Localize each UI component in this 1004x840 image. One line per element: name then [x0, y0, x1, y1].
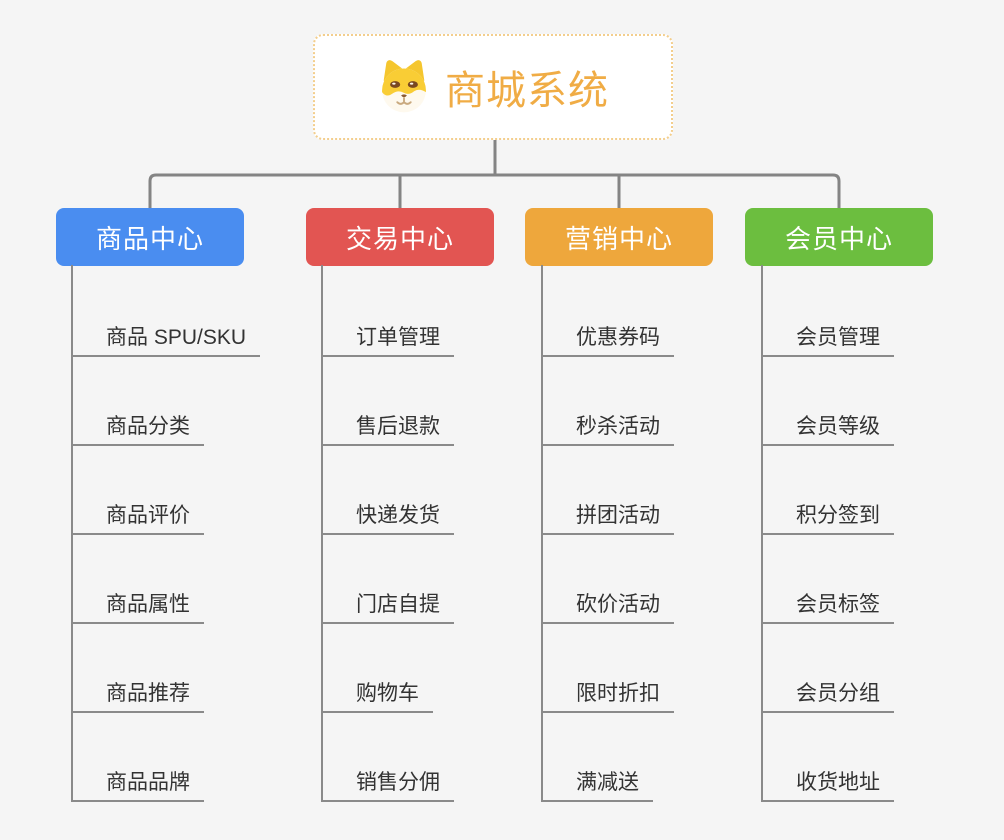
dog-face-icon: [382, 60, 426, 113]
leaf-node[interactable]: 会员等级: [761, 410, 894, 446]
branch-label: 会员中心: [784, 223, 893, 254]
branch-trunk: [321, 265, 323, 800]
leaf-node[interactable]: 满减送: [541, 766, 653, 802]
leaf-node[interactable]: 限时折扣: [541, 677, 674, 713]
branch-node-products[interactable]: 商品中心: [56, 208, 244, 266]
leaf-node[interactable]: 商品分类: [71, 410, 204, 446]
leaf-node[interactable]: 销售分佣: [321, 766, 454, 802]
leaf-node[interactable]: 积分签到: [761, 499, 894, 535]
leaf-node[interactable]: 会员管理: [761, 321, 894, 357]
branch-label: 商品中心: [95, 223, 204, 254]
leaf-node[interactable]: 订单管理: [321, 321, 454, 357]
branch-trunk: [71, 265, 73, 800]
leaf-node[interactable]: 售后退款: [321, 410, 454, 446]
leaf-node[interactable]: 商品品牌: [71, 766, 204, 802]
branch-node-marketing[interactable]: 营销中心: [525, 208, 713, 266]
leaf-node[interactable]: 商品 SPU/SKU: [71, 321, 261, 357]
branch-node-members[interactable]: 会员中心: [745, 208, 933, 266]
leaf-node[interactable]: 快递发货: [321, 499, 454, 535]
leaf-node[interactable]: 商品评价: [71, 499, 204, 535]
leaf-node[interactable]: 会员分组: [761, 677, 894, 713]
leaf-node[interactable]: 购物车: [321, 677, 433, 713]
branch-trunk: [541, 265, 543, 800]
branch-label: 交易中心: [345, 223, 454, 254]
leaf-node[interactable]: 商品属性: [71, 588, 204, 624]
branch-trunk: [761, 265, 763, 800]
root-node[interactable]: 商城系统: [313, 34, 673, 140]
leaf-node[interactable]: 商品推荐: [71, 677, 204, 713]
leaf-node[interactable]: 门店自提: [321, 588, 454, 624]
leaf-node[interactable]: 拼团活动: [541, 499, 674, 535]
branch-node-trade[interactable]: 交易中心: [306, 208, 494, 266]
leaf-node[interactable]: 优惠券码: [541, 321, 674, 357]
branch-label: 营销中心: [564, 223, 673, 254]
leaf-node[interactable]: 收货地址: [761, 766, 894, 802]
root-title: 商城系统: [445, 69, 609, 113]
leaf-node[interactable]: 秒杀活动: [541, 410, 674, 446]
leaf-node[interactable]: 砍价活动: [541, 588, 674, 624]
leaf-node[interactable]: 会员标签: [761, 588, 894, 624]
